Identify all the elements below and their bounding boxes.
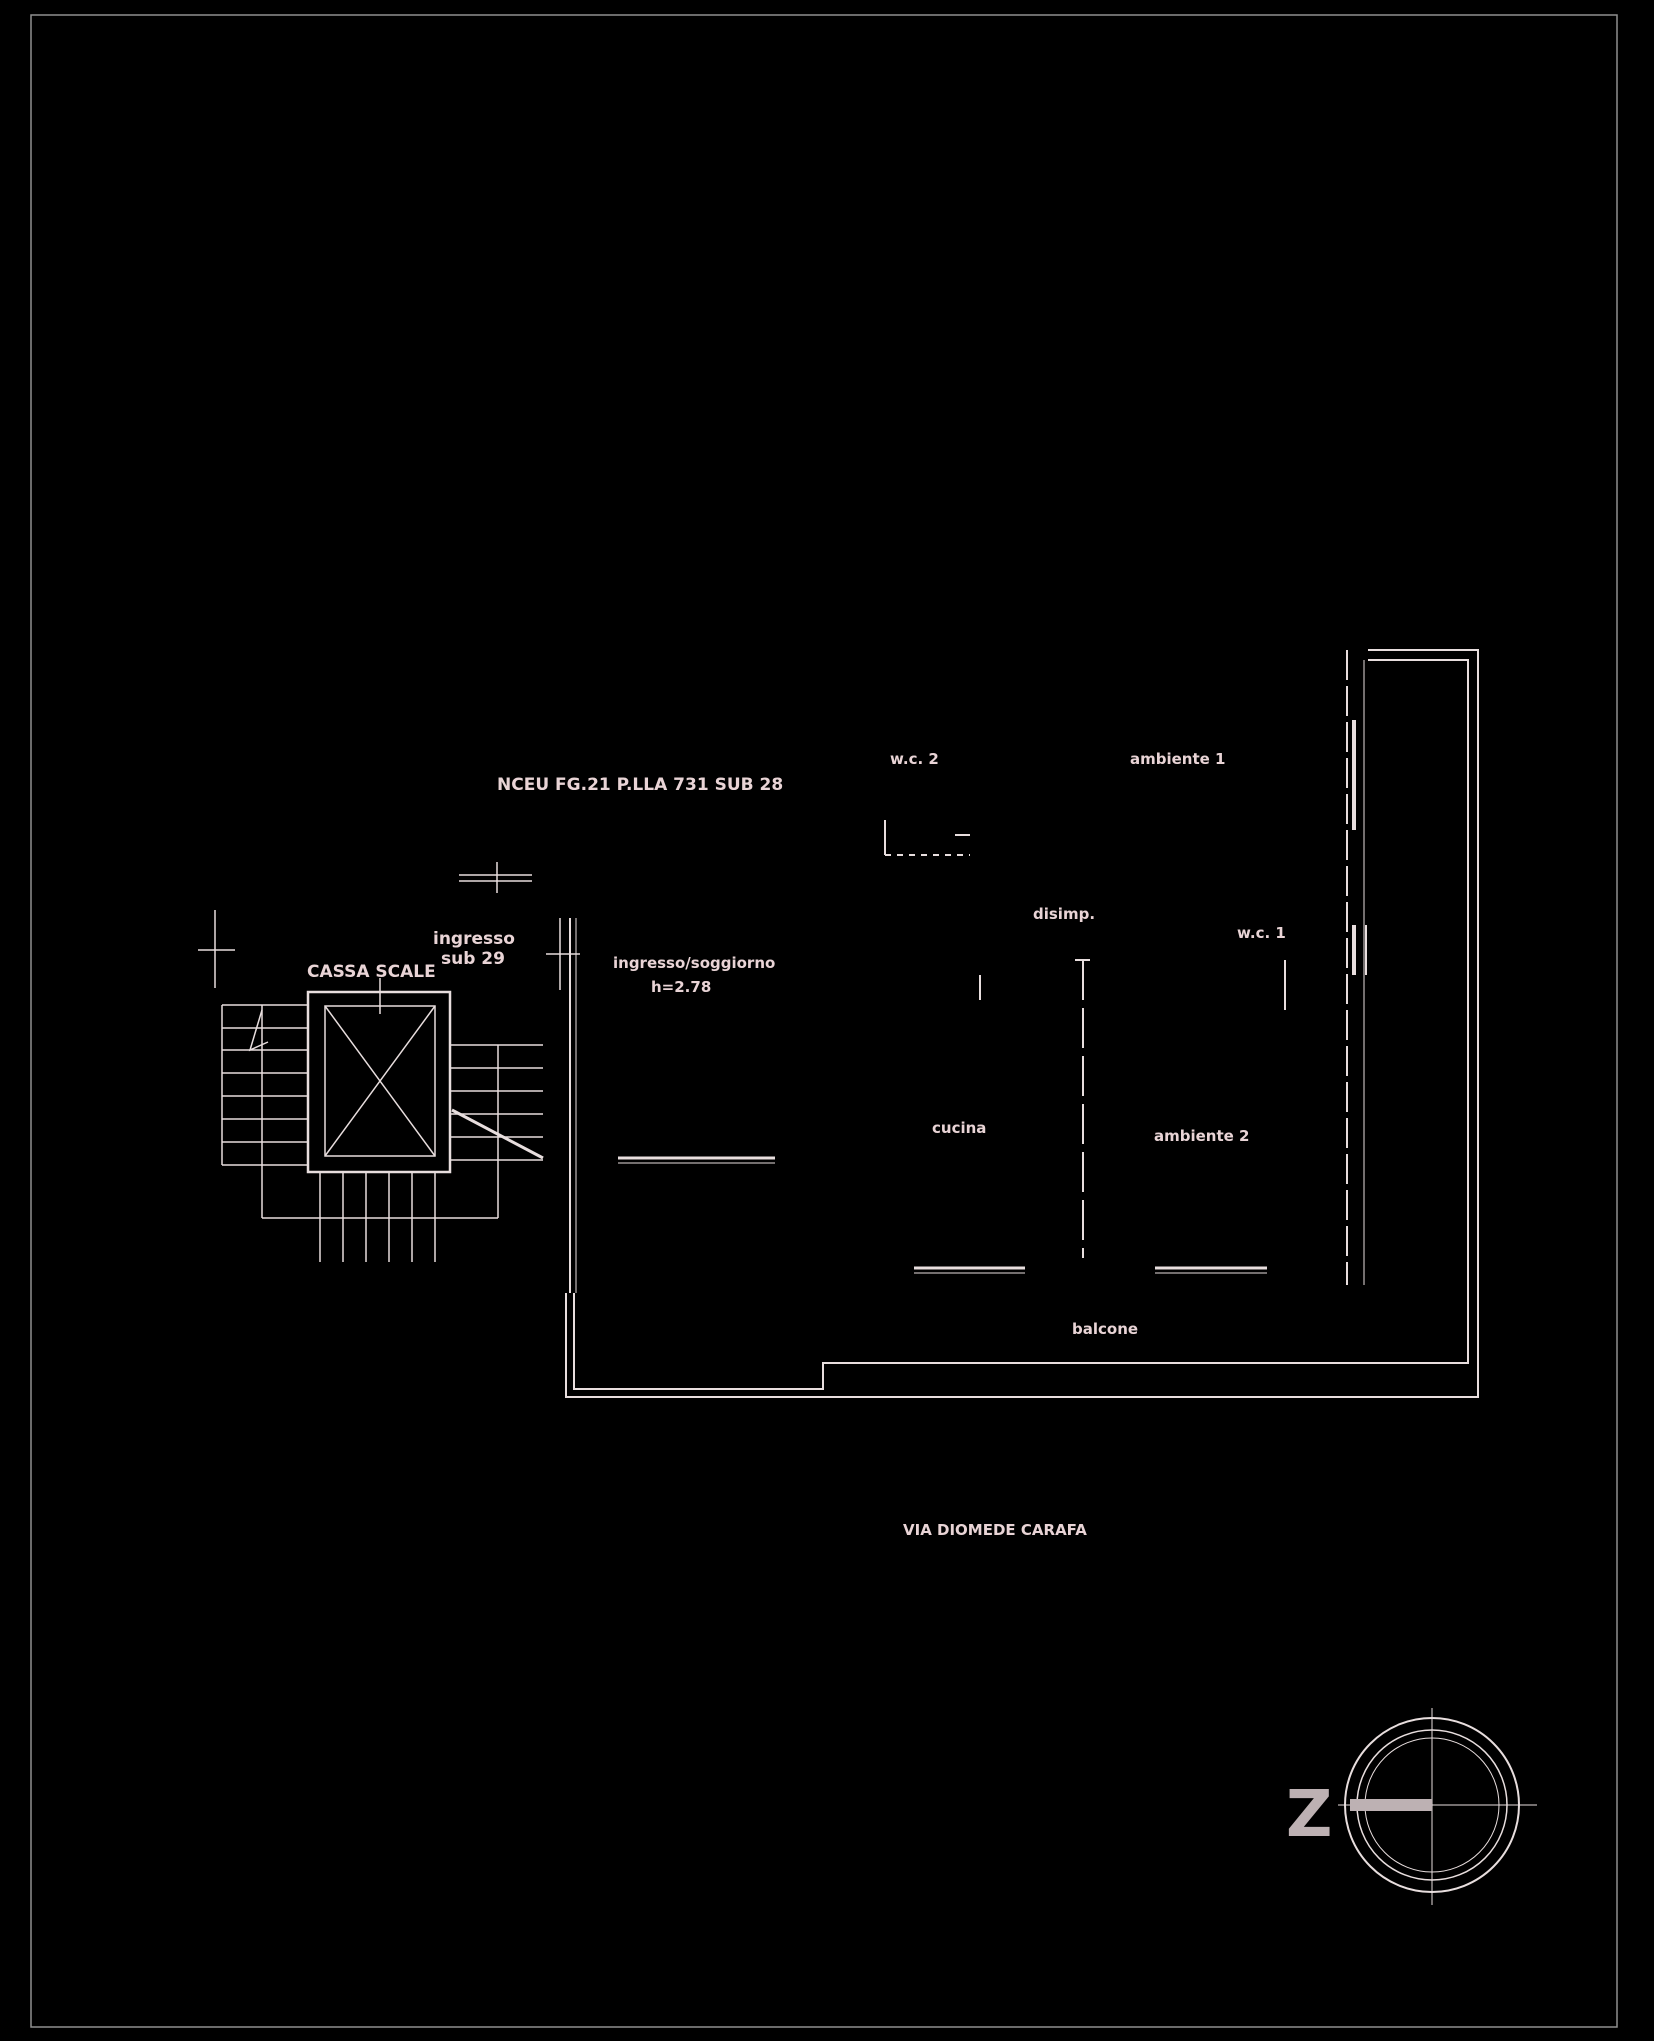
stair-core [198,862,580,1262]
room-label-living-line2: h=2.78 [651,978,711,996]
room-label-ambiente1: ambiente 1 [1130,750,1226,768]
room-label-cucina: cucina [932,1119,986,1137]
room-label-wc2: w.c. 2 [890,750,939,768]
plan-walls [565,649,1479,1398]
street-label: VIA DIOMEDE CARAFA [903,1521,1087,1539]
entrance-label-line1: ingresso [433,929,515,949]
room-label-living-line1: ingresso/soggiorno [613,954,775,972]
cadastral-reference: NCEU FG.21 P.LLA 731 SUB 28 [497,775,783,795]
sheet-border [30,14,1618,2028]
north-arrow-letter: Z [1286,1778,1332,1852]
stair-label: CASSA SCALE [307,962,436,982]
north-arrow-icon [1338,1708,1537,1905]
room-label-balcone: balcone [1072,1320,1138,1338]
entrance-label-line2: sub 29 [441,949,505,969]
room-label-ambiente2: ambiente 2 [1154,1127,1250,1145]
room-label-wc1: w.c. 1 [1237,924,1286,942]
room-label-disimp: disimp. [1033,905,1095,923]
